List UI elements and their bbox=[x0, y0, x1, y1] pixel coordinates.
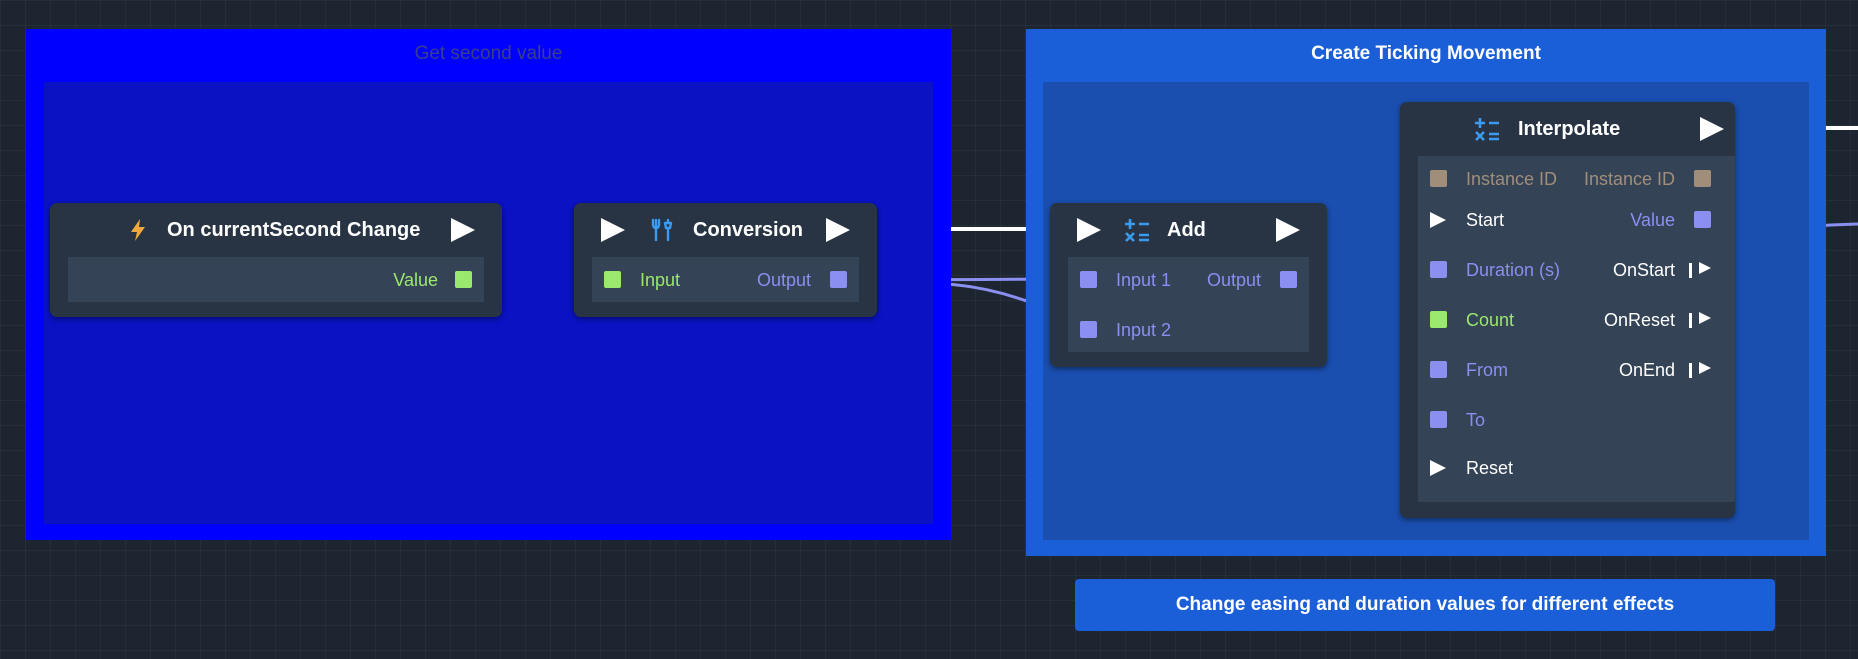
node-title: Interpolate bbox=[1518, 118, 1621, 140]
output-pin-value[interactable] bbox=[1694, 211, 1711, 228]
pin-label-output: Output bbox=[1206, 270, 1261, 290]
calculator-icon bbox=[1475, 118, 1499, 141]
input-pin-input-1[interactable] bbox=[1080, 271, 1097, 288]
group-title: Create Ticking Movement bbox=[1311, 43, 1541, 64]
pin-label-from: From bbox=[1466, 360, 1508, 380]
pin-label-onstart: OnStart bbox=[1612, 260, 1675, 280]
node-header[interactable]: Add bbox=[1050, 203, 1327, 257]
input-pin-count[interactable] bbox=[1430, 311, 1447, 328]
event-pin-bar-icon bbox=[1689, 313, 1692, 328]
exec-in-pin[interactable] bbox=[601, 218, 625, 242]
caption-note[interactable]: Change easing and duration values for di… bbox=[1075, 579, 1775, 631]
event-out-pin-onend[interactable] bbox=[1699, 362, 1711, 374]
pin-label-input-2: Input 2 bbox=[1116, 320, 1172, 340]
pin-label-value: Value bbox=[1630, 210, 1675, 230]
pin-label-input: Input bbox=[640, 270, 681, 290]
event-pin-bar-icon bbox=[1689, 363, 1692, 378]
output-pin-value[interactable] bbox=[455, 271, 472, 288]
pin-label-output: Output bbox=[756, 270, 811, 290]
input-pin-input[interactable] bbox=[604, 271, 621, 288]
node-body: Input 1 Output Input 2 bbox=[1068, 257, 1309, 352]
event-out-pin-onstart[interactable] bbox=[1699, 262, 1711, 274]
pin-label-instance-id-out: Instance ID bbox=[1583, 169, 1675, 189]
node-title: Add bbox=[1167, 219, 1206, 241]
pin-label-start: Start bbox=[1466, 210, 1505, 230]
exec-out-pin[interactable] bbox=[826, 218, 850, 242]
exec-out-pin[interactable] bbox=[1276, 218, 1300, 242]
node-on-current-second-change[interactable]: On currentSecond Change Value bbox=[50, 203, 502, 317]
output-pin-output[interactable] bbox=[830, 271, 847, 288]
lightning-icon bbox=[131, 219, 145, 241]
event-pin-bar-icon bbox=[1689, 263, 1692, 278]
node-header[interactable]: On currentSecond Change bbox=[50, 203, 502, 257]
input-pin-duration[interactable] bbox=[1430, 261, 1447, 278]
pin-label-input-1: Input 1 bbox=[1116, 270, 1172, 290]
node-body: Input Output bbox=[592, 257, 859, 302]
exec-in-pin-start[interactable] bbox=[1430, 212, 1446, 228]
input-pin-from[interactable] bbox=[1430, 361, 1447, 378]
wrench-screwdriver-icon bbox=[651, 218, 673, 242]
pin-label-onreset: OnReset bbox=[1603, 310, 1675, 330]
node-header[interactable]: Interpolate bbox=[1400, 102, 1735, 156]
pin-label-onend: OnEnd bbox=[1618, 360, 1675, 380]
pin-label-duration: Duration (s) bbox=[1466, 260, 1561, 280]
pin-label-reset: Reset bbox=[1466, 458, 1514, 478]
node-title: On currentSecond Change bbox=[167, 219, 421, 241]
exec-in-pin[interactable] bbox=[1077, 218, 1101, 242]
input-pin-input-2[interactable] bbox=[1080, 321, 1097, 338]
node-conversion[interactable]: Conversion Input Output bbox=[574, 203, 877, 317]
node-body: Value bbox=[68, 257, 484, 302]
pin-label-to: To bbox=[1466, 410, 1486, 430]
event-out-pin-onreset[interactable] bbox=[1699, 312, 1711, 324]
exec-out-pin[interactable] bbox=[1700, 117, 1724, 141]
node-body: Instance ID Instance ID Start Value Dura… bbox=[1418, 156, 1735, 502]
node-title: Conversion bbox=[693, 219, 804, 241]
exec-in-pin-reset[interactable] bbox=[1430, 460, 1446, 476]
pin-label-count: Count bbox=[1466, 310, 1515, 330]
output-pin-output[interactable] bbox=[1280, 271, 1297, 288]
input-pin-instance-id[interactable] bbox=[1430, 170, 1447, 187]
node-interpolate[interactable]: Interpolate Instance ID Instance ID Star… bbox=[1400, 102, 1735, 518]
group-title: Get second value bbox=[414, 43, 563, 64]
node-add[interactable]: Add Input 1 Output Input 2 bbox=[1050, 203, 1327, 367]
node-header[interactable]: Conversion bbox=[574, 203, 877, 257]
input-pin-to[interactable] bbox=[1430, 411, 1447, 428]
pin-label-value: Value bbox=[393, 270, 438, 290]
output-pin-instance-id[interactable] bbox=[1694, 170, 1711, 187]
calculator-icon bbox=[1125, 219, 1149, 242]
exec-out-pin[interactable] bbox=[451, 218, 475, 242]
pin-label-instance-id-in: Instance ID bbox=[1466, 169, 1558, 189]
